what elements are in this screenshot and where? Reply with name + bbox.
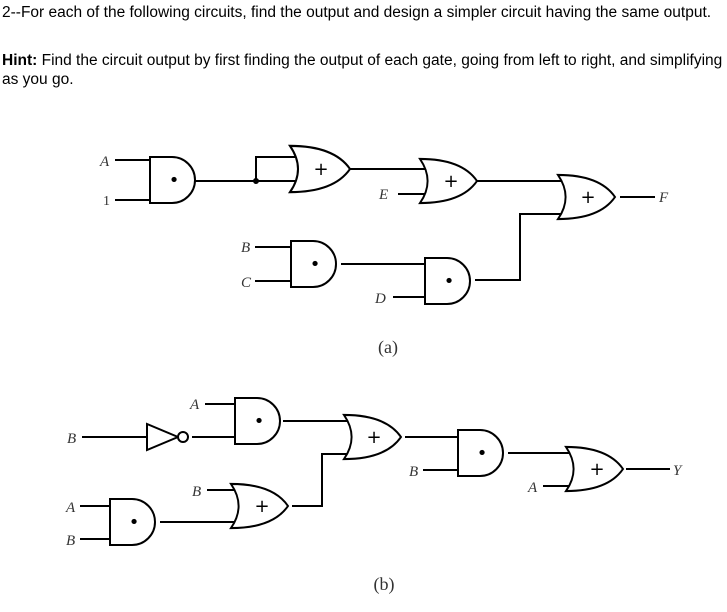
- label-f-output: F: [658, 190, 669, 206]
- svg-text:•: •: [310, 254, 321, 275]
- and-gate-2: •: [290, 240, 337, 288]
- svg-text:•: •: [169, 170, 180, 191]
- hint-paragraph: Hint: Find the circuit output by first f…: [2, 51, 724, 89]
- label-y-output: Y: [673, 463, 683, 479]
- or-gate-b2-symbol: +: [366, 427, 381, 448]
- svg-text:•: •: [254, 411, 265, 432]
- and-gate-3: •: [424, 257, 471, 305]
- label-a-top: A: [189, 397, 200, 413]
- circuit-a-wires: [115, 156, 655, 298]
- or-gate-b3-symbol: +: [589, 459, 604, 480]
- label-one-input: 1: [103, 194, 110, 209]
- label-a-low: A: [65, 500, 76, 516]
- label-b-and3: B: [409, 464, 418, 480]
- and-gate-1: •: [149, 156, 196, 204]
- caption-a: (a): [378, 337, 398, 358]
- and-gate-b3: •: [457, 429, 504, 477]
- not-gate: [146, 422, 189, 452]
- label-d-input: D: [374, 291, 386, 307]
- label-a-or3: A: [527, 480, 538, 496]
- or-gate-1-symbol: +: [313, 159, 328, 180]
- label-b-input: B: [241, 240, 250, 256]
- hint-label: Hint:: [2, 52, 38, 69]
- label-a-input: A: [99, 154, 110, 170]
- svg-text:•: •: [129, 512, 140, 533]
- hint-text: Find the circuit output by first finding…: [2, 52, 723, 88]
- or-gate-2-symbol: +: [443, 171, 458, 192]
- svg-text:•: •: [444, 271, 455, 292]
- label-b-input-main: B: [67, 431, 76, 447]
- junction-dot: [253, 178, 259, 184]
- circuit-a: • + + • • + A 1 E B C D F (a): [99, 144, 669, 358]
- or-gate-3-symbol: +: [580, 187, 595, 208]
- question-text: 2--For each of the following circuits, f…: [2, 4, 712, 21]
- or-gate-b1-symbol: +: [254, 496, 269, 517]
- label-c-input: C: [241, 275, 252, 291]
- label-e-input: E: [378, 187, 388, 203]
- circuit-b: • • + + • + B A B A B B A Y: [65, 397, 683, 595]
- label-b-mid: B: [192, 484, 201, 500]
- svg-text:•: •: [477, 443, 488, 464]
- caption-b: (b): [374, 574, 395, 595]
- and-gate-b1: •: [234, 397, 281, 445]
- label-b-low: B: [66, 533, 75, 549]
- and-gate-b2: •: [109, 498, 156, 546]
- circuit-b-wires: [80, 403, 670, 540]
